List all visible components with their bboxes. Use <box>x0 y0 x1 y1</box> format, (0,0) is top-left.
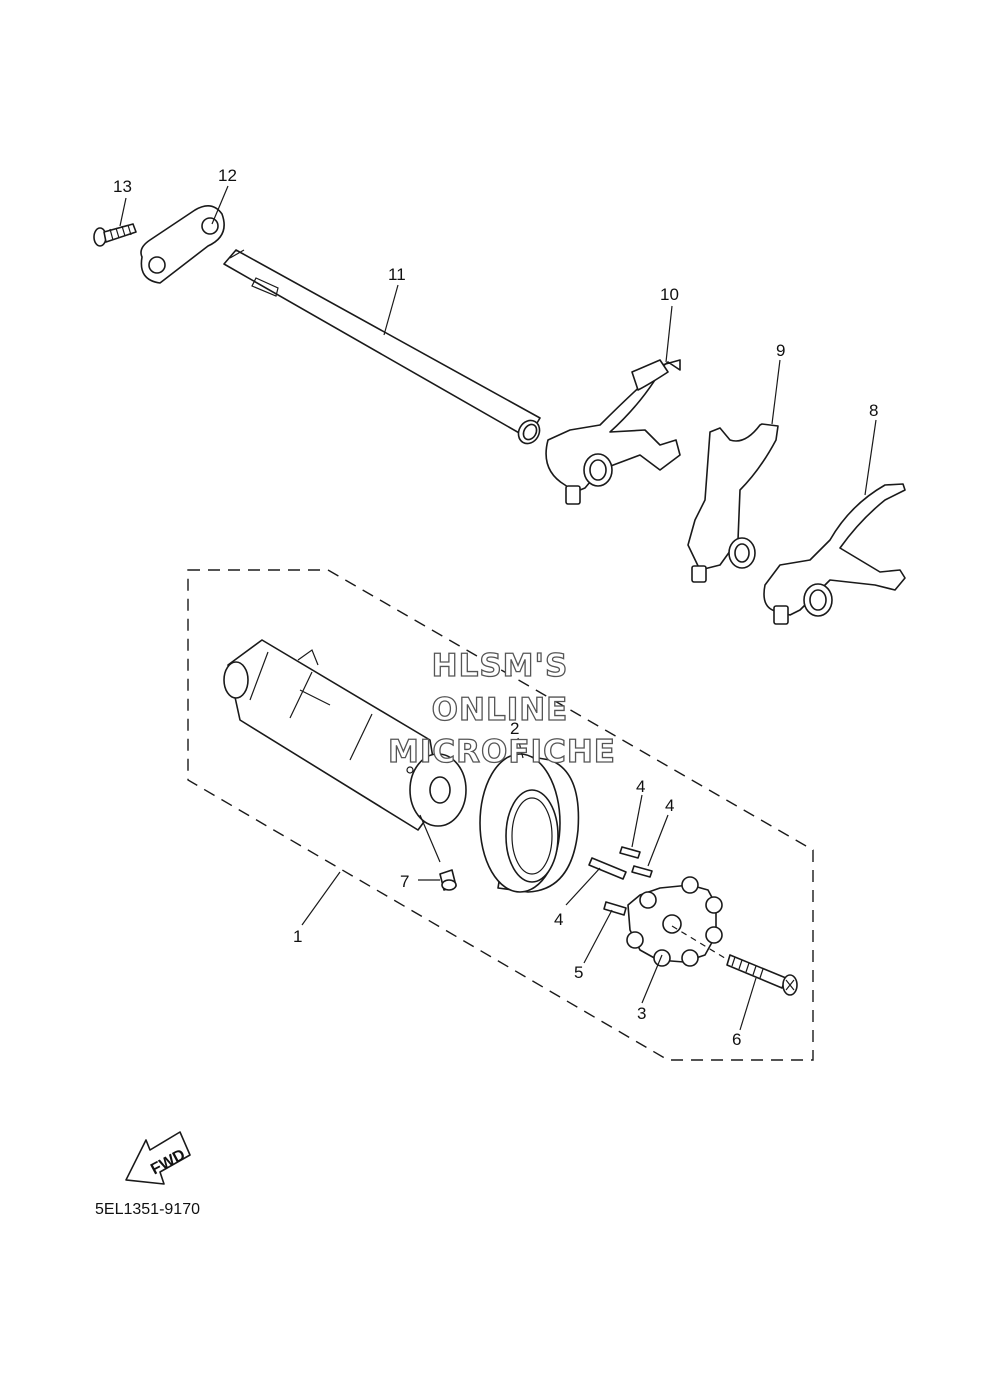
part-7-screw[interactable] <box>439 869 457 891</box>
part-9-shift-fork[interactable] <box>687 423 779 583</box>
watermark: HLSM'S ONLINE MICROFICHE <box>387 647 616 770</box>
part-12-stopper-plate[interactable] <box>140 205 225 284</box>
callout-labels: 13 12 11 10 9 8 2 4 4 4 7 5 1 3 6 <box>113 166 878 1049</box>
part-4-dowel-pin-c[interactable] <box>603 901 627 916</box>
callout-5: 4 <box>554 910 563 929</box>
part-4-dowel-pin-b[interactable] <box>631 865 653 878</box>
callout-11: 11 <box>388 265 406 284</box>
callout-1: 1 <box>293 927 302 946</box>
part-4-dowel-pin-a[interactable] <box>619 846 641 859</box>
callout-10: 10 <box>660 285 679 304</box>
callout-12: 12 <box>218 166 237 185</box>
watermark-line-3: MICROFICHE <box>388 734 616 770</box>
callout-9: 9 <box>776 341 785 360</box>
callout-4b: 4 <box>665 796 674 815</box>
part-3-segment[interactable] <box>626 876 723 967</box>
watermark-line-1: HLSM'S <box>432 648 569 684</box>
callout-13: 13 <box>113 177 132 196</box>
part-5-pin[interactable] <box>588 857 627 880</box>
part-6-screw[interactable] <box>671 925 798 996</box>
callout-4c: 5 <box>574 963 583 982</box>
part-11-guide-bar[interactable] <box>223 249 544 447</box>
part-1-shift-drum[interactable] <box>223 639 467 831</box>
assembly-outline-1 <box>187 569 814 1061</box>
diagram-code: 5EL1351-9170 <box>95 1201 200 1218</box>
callout-3: 3 <box>637 1004 646 1023</box>
part-10-shift-fork[interactable] <box>545 359 681 505</box>
watermark-line-2: ONLINE <box>432 692 569 728</box>
part-8-shift-fork[interactable] <box>763 483 906 625</box>
callout-8: 8 <box>869 401 878 420</box>
callout-2: 2 <box>510 719 519 738</box>
leader-lines <box>119 185 877 1031</box>
part-13-screw[interactable] <box>93 223 137 247</box>
fwd-direction-arrow-icon: FWD <box>125 1131 191 1185</box>
callout-6: 6 <box>732 1030 741 1049</box>
callout-4a: 4 <box>636 777 645 796</box>
part-2-bearing[interactable] <box>479 753 580 893</box>
callout-7: 7 <box>400 872 409 891</box>
